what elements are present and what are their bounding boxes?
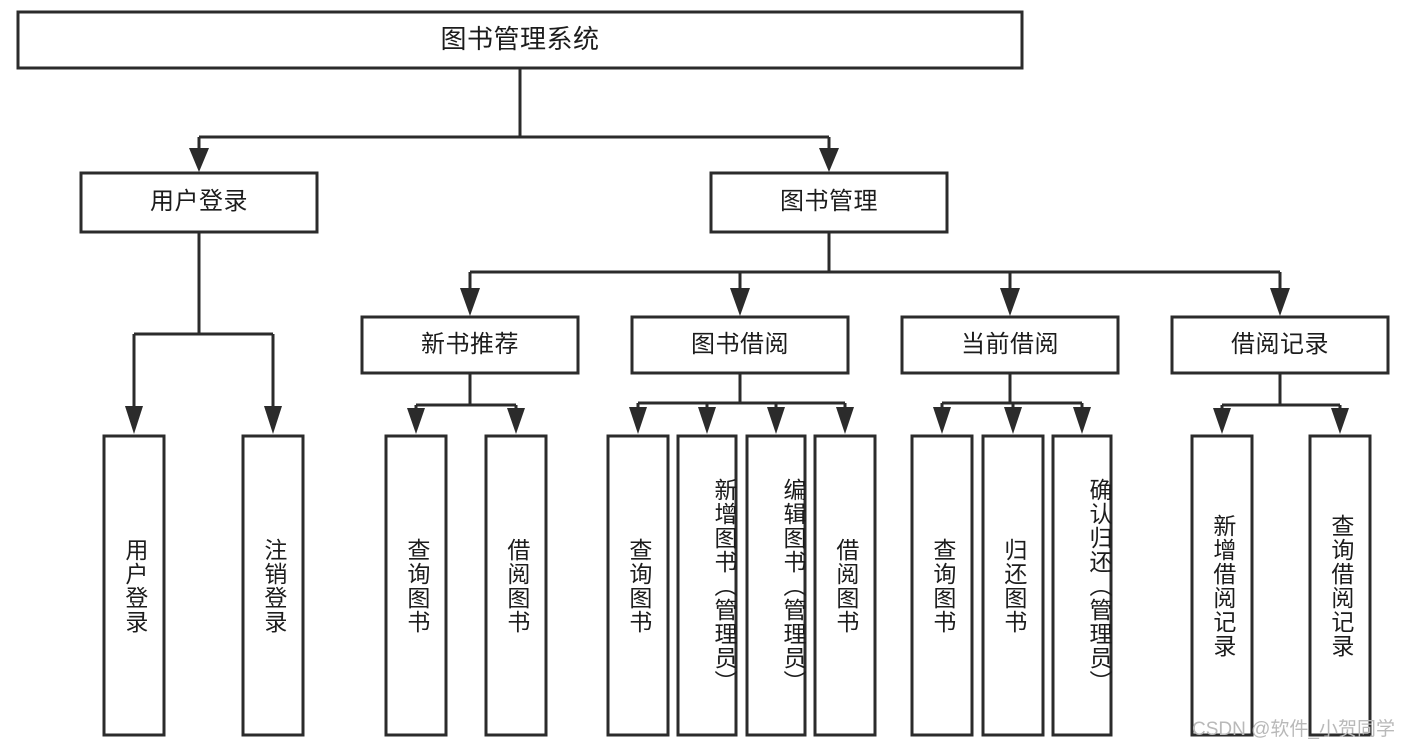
node-box-user-login[interactable]	[79, 171, 319, 234]
arrow-head-leaf-add-borrow-record	[1213, 408, 1231, 434]
node-box-book-management[interactable]	[709, 171, 949, 234]
connector-group-borrow-record	[1213, 373, 1349, 434]
node-box-leaf-user-login[interactable]	[102, 434, 166, 737]
arrow-head-leaf-query-book-borrow	[629, 407, 647, 434]
arrow-head-leaf-return-book	[1004, 407, 1022, 434]
arrow-head-leaf-borrow-book-recommend	[507, 408, 525, 434]
node-box-leaf-query-borrow-record[interactable]	[1308, 434, 1372, 737]
connector-group-current-borrow	[933, 373, 1091, 434]
node-box-leaf-borrow-book-recommend[interactable]	[484, 434, 548, 737]
node-box-leaf-return-book[interactable]	[981, 434, 1045, 737]
connector-group-new-book-recommend	[407, 373, 525, 434]
node-box-leaf-edit-book-admin[interactable]	[745, 434, 807, 737]
arrow-head-book-borrow	[730, 288, 750, 316]
arrow-head-leaf-edit-book-admin	[767, 407, 785, 434]
arrow-head-user-login	[189, 148, 209, 172]
node-box-current-borrow[interactable]	[900, 315, 1120, 375]
arrow-head-current-borrow	[1000, 288, 1020, 316]
connector-group-book-borrow	[629, 373, 854, 434]
node-box-leaf-add-borrow-record[interactable]	[1190, 434, 1254, 737]
node-box-leaf-add-book-admin[interactable]	[676, 434, 738, 737]
arrow-head-leaf-borrow-book	[836, 407, 854, 434]
node-box-leaf-query-book-recommend[interactable]	[384, 434, 448, 737]
node-box-leaf-logout[interactable]	[241, 434, 305, 737]
arrow-head-leaf-query-borrow-record	[1331, 408, 1349, 434]
node-box-leaf-query-book-current[interactable]	[910, 434, 974, 737]
node-box-leaf-borrow-book[interactable]	[813, 434, 877, 737]
arrow-head-leaf-query-book-current	[933, 407, 951, 434]
arrow-head-borrow-record	[1270, 288, 1290, 316]
node-box-leaf-confirm-return-admin[interactable]	[1051, 434, 1113, 737]
arrow-head-leaf-logout	[264, 406, 282, 434]
node-box-leaf-query-book-borrow[interactable]	[606, 434, 670, 737]
arrow-head-new-book-recommend	[460, 288, 480, 316]
connector-group-root	[189, 68, 839, 172]
node-box-root[interactable]	[16, 10, 1024, 70]
arrow-head-leaf-user-login	[125, 406, 143, 434]
node-box-book-borrow[interactable]	[630, 315, 850, 375]
arrow-head-leaf-confirm-return-admin	[1073, 407, 1091, 434]
node-box-new-book-recommend[interactable]	[360, 315, 580, 375]
connector-group-book-management	[460, 232, 1290, 316]
connector-group-user-login	[125, 232, 282, 434]
arrow-head-book-management	[819, 148, 839, 172]
node-box-borrow-record[interactable]	[1170, 315, 1390, 375]
arrow-head-leaf-add-book-admin	[698, 407, 716, 434]
arrow-head-leaf-query-book-recommend	[407, 408, 425, 434]
